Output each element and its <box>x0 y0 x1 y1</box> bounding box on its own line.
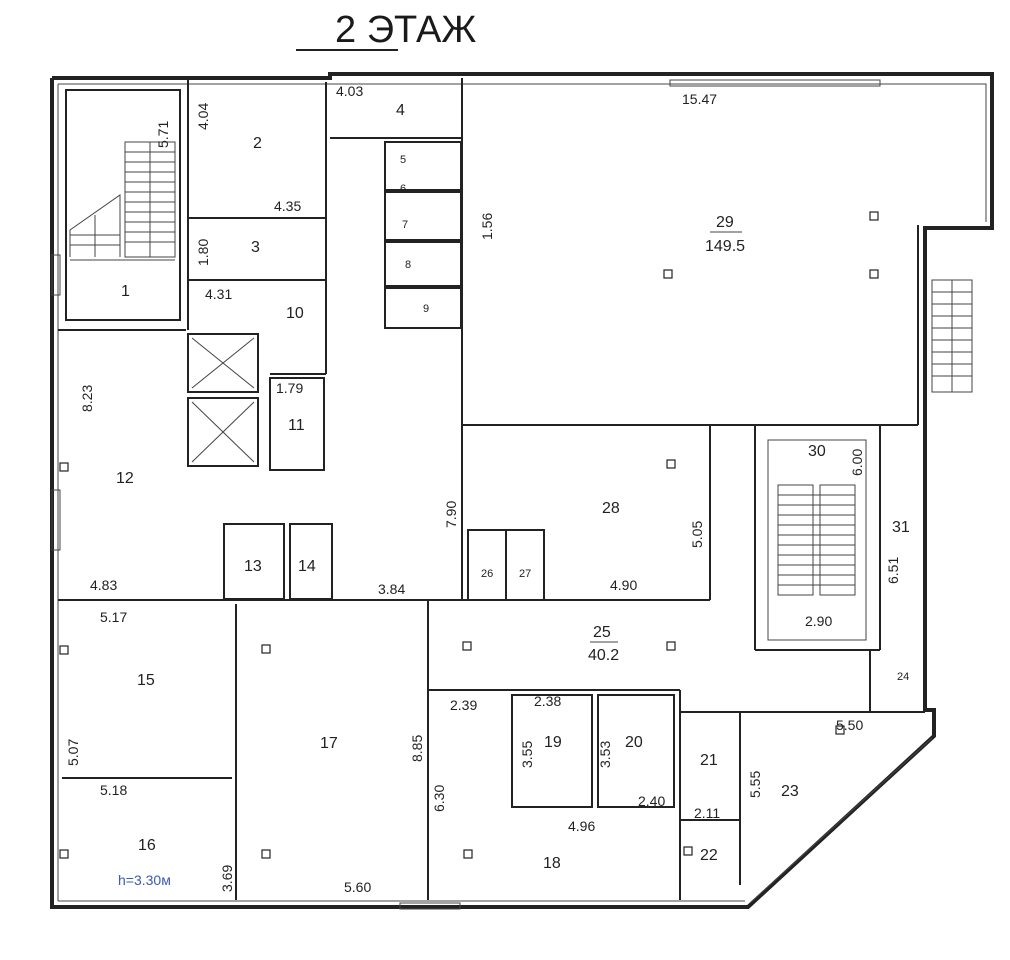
dimension: 3.53 <box>597 741 613 768</box>
dimension: 1.56 <box>479 213 495 240</box>
room-label: 8 <box>405 259 411 271</box>
room-label: 20 <box>625 734 643 751</box>
room-labels: 1 2 3 4 5 6 7 8 9 10 11 12 13 14 15 16 1… <box>116 102 910 872</box>
dimension: 4.04 <box>195 103 211 130</box>
room-label: 11 <box>288 417 305 434</box>
dimension-labels: 5.71 4.04 4.35 1.80 4.31 4.03 15.47 1.56… <box>65 83 901 895</box>
dimension: 15.47 <box>682 91 717 107</box>
room-label: 19 <box>544 734 562 751</box>
room-label: 18 <box>543 855 561 872</box>
dimension: 6.00 <box>849 449 865 476</box>
interior-walls <box>58 78 925 900</box>
room-label: 4 <box>396 102 405 119</box>
dimension: 4.96 <box>568 818 595 834</box>
room-label: 6 <box>400 183 406 195</box>
room-label: 26 <box>481 568 493 580</box>
dimension: 5.50 <box>836 717 863 733</box>
room-area: 40.2 <box>588 647 619 664</box>
dimension: 2.11 <box>694 805 720 821</box>
room-label: 27 <box>519 568 531 580</box>
dimension: 2.38 <box>534 693 561 709</box>
dimension: 8.23 <box>79 385 95 412</box>
room-label: 23 <box>781 783 799 800</box>
room-label: 21 <box>700 752 718 769</box>
room-label: 31 <box>892 519 910 536</box>
ceiling-height-note: h=3.30м <box>118 872 171 888</box>
room-label: 12 <box>116 470 134 487</box>
exterior-stair <box>931 279 973 393</box>
dimension: 8.85 <box>409 735 425 762</box>
dimension: 4.03 <box>336 83 363 99</box>
dimension: 7.90 <box>443 501 459 528</box>
columns <box>59 211 879 859</box>
dimension: 3.69 <box>219 865 235 892</box>
room-label: 15 <box>137 672 155 689</box>
room-label: 5 <box>400 154 406 166</box>
room-label: 14 <box>298 558 316 575</box>
room-label: 22 <box>700 847 718 864</box>
room-label: 29 <box>716 214 734 231</box>
dimension: 2.90 <box>805 613 832 629</box>
room-label: 24 <box>897 671 909 683</box>
elevator-shafts <box>187 333 259 467</box>
room-label: 17 <box>320 735 338 752</box>
dimension: 4.83 <box>90 577 117 593</box>
room-area: 149.5 <box>705 238 745 255</box>
room-label: 3 <box>251 239 260 256</box>
room-label: 25 <box>593 624 611 641</box>
dimension: 4.35 <box>274 198 301 214</box>
room-label: 1 <box>121 283 130 300</box>
plan-title: 2 ЭТАЖ <box>335 9 476 51</box>
building-outline <box>50 72 994 910</box>
room-label: 28 <box>602 500 620 517</box>
room-label: 10 <box>286 305 304 322</box>
dimension: 2.40 <box>638 793 665 809</box>
stair-1 <box>65 89 181 321</box>
dimension: 5.71 <box>155 121 171 148</box>
dimension: 5.18 <box>100 782 127 798</box>
room-label: 16 <box>138 837 156 854</box>
stair-30 <box>767 439 867 641</box>
room-label: 13 <box>244 558 262 575</box>
dimension: 5.07 <box>65 739 81 766</box>
dimension: 5.05 <box>689 521 705 548</box>
room-label: 7 <box>402 219 408 231</box>
dimension: 2.39 <box>450 697 477 713</box>
dimension: 5.60 <box>344 879 371 895</box>
room-label: 30 <box>808 443 826 460</box>
dimension: 1.80 <box>195 239 211 266</box>
dimension: 6.51 <box>885 557 901 584</box>
dimension: 6.30 <box>431 785 447 812</box>
dimension: 3.55 <box>519 741 535 768</box>
dimension: 4.90 <box>610 577 637 593</box>
room-label: 9 <box>423 303 429 315</box>
dimension: 1.79 <box>276 380 303 396</box>
dimension: 4.31 <box>205 286 232 302</box>
room-label: 2 <box>253 135 262 152</box>
dimension: 5.55 <box>747 771 763 798</box>
dimension: 3.84 <box>378 581 405 597</box>
dimension: 5.17 <box>100 609 127 625</box>
